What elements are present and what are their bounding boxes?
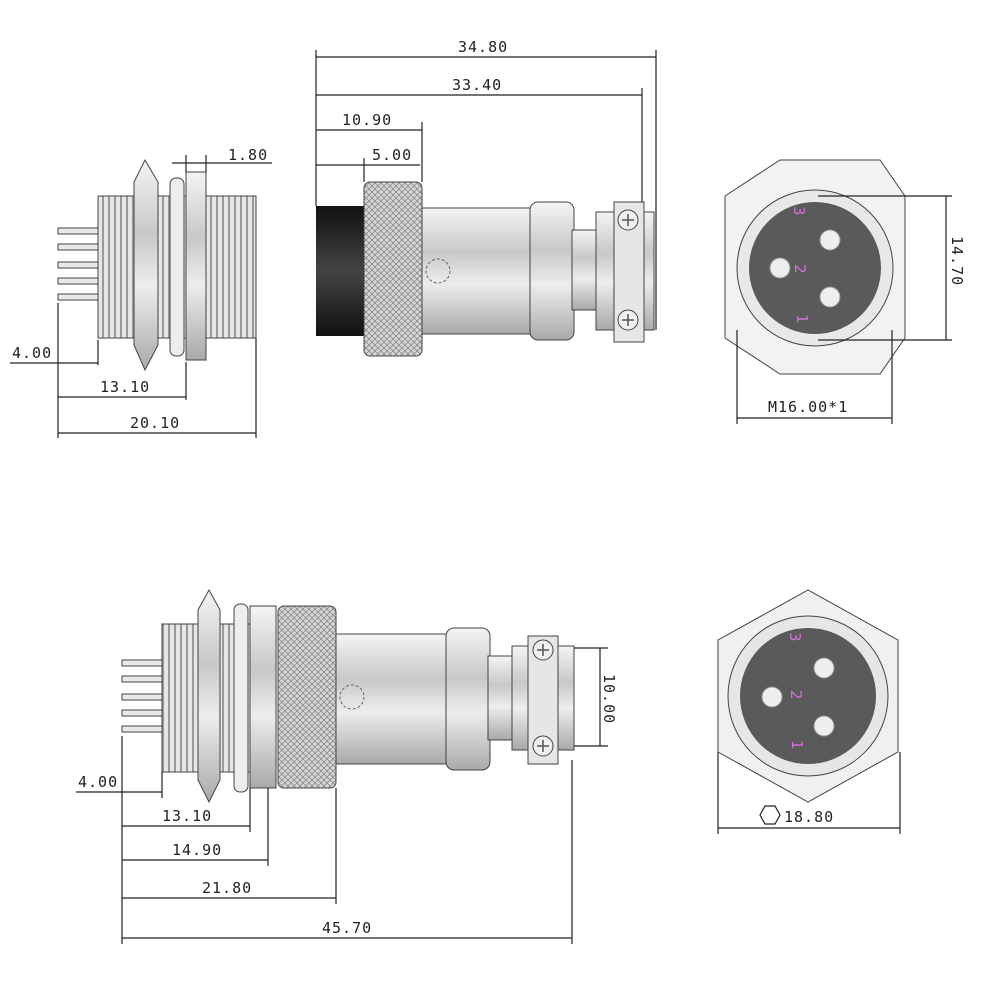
pin-label-2: 2 [791,264,809,274]
dim-4-00: 4.00 [12,344,52,362]
dim-10-90: 10.90 [342,111,392,129]
plug-collar [529,201,575,341]
dim-33-40: 33.40 [452,76,502,94]
dim-b-13-10: 13.10 [162,807,212,825]
hex-symbol-icon [759,805,781,825]
top-left-dimensions: 1.80 4.00 13.10 20.10 [10,146,272,438]
assembled-neck [487,655,515,741]
dim-m16: M16.00*1 [768,398,848,416]
assembled-screw-icon [339,684,365,710]
assembled-pins [121,659,165,733]
bottom-face-insert [740,628,876,764]
dim-b-4-00: 4.00 [78,773,118,791]
flange [185,171,207,361]
top-right-dimensions: 14.70 M16.00*1 [736,195,966,424]
dim-21-80: 21.80 [202,879,252,897]
face-insert [749,202,881,334]
assembled-body [335,633,449,765]
bottom-pin-socket-3 [813,715,835,737]
top-right-view: 3 2 1 14.70 M16.00*1 [724,159,966,424]
dim-5-00: 5.00 [372,146,412,164]
bottom-left-view: 10.00 4.00 13.10 14.90 21.80 45.70 [76,588,618,944]
pin-socket-3 [819,286,841,308]
dim-18-80: 18.80 [784,808,834,826]
plug-black-end [316,206,364,336]
pin-label-3: 3 [790,206,808,216]
bottom-pin-label-3: 3 [786,632,804,642]
bottom-right-dimensions: 18.80 [717,752,901,834]
rear-pins [57,227,101,301]
dim-45-70: 45.70 [322,919,372,937]
bottom-pin-socket-2 [761,686,783,708]
plug-neck [571,229,597,311]
washer [169,177,185,357]
dim-13-10: 13.10 [100,378,150,396]
bottom-left-dimensions: 10.00 4.00 13.10 14.90 21.80 45.70 [76,647,618,944]
dim-1-80: 1.80 [228,146,268,164]
bottom-pin-label-2: 2 [787,690,805,700]
plug-knurled-ring [363,181,423,357]
pin-socket-1 [819,229,841,251]
pin-label-1: 1 [793,314,811,324]
bottom-pin-socket-1 [813,657,835,679]
dim-10-00: 10.00 [600,674,618,724]
bottom-pin-label-1: 1 [788,740,806,750]
dim-20-10: 20.10 [130,414,180,432]
assembled-washer [233,603,249,793]
pin-socket-2 [769,257,791,279]
bottom-right-view: 3 2 1 18.80 [717,589,901,834]
top-middle-dimensions: 34.80 33.40 10.90 5.00 [315,38,657,330]
assembled-hex-nut [197,588,221,804]
dim-14-70: 14.70 [948,236,966,286]
top-middle-view: 34.80 33.40 10.90 5.00 [315,38,657,357]
dim-14-90: 14.90 [172,841,222,859]
assembled-knurl [277,605,337,789]
top-left-view: 1.80 4.00 13.10 20.10 [10,146,272,438]
assembled-collar [445,627,491,771]
dim-34-80: 34.80 [458,38,508,56]
plug-body [421,207,533,335]
hex-nut [133,158,159,372]
plug-screw-icon [425,258,451,284]
assembled-flange [249,605,277,789]
